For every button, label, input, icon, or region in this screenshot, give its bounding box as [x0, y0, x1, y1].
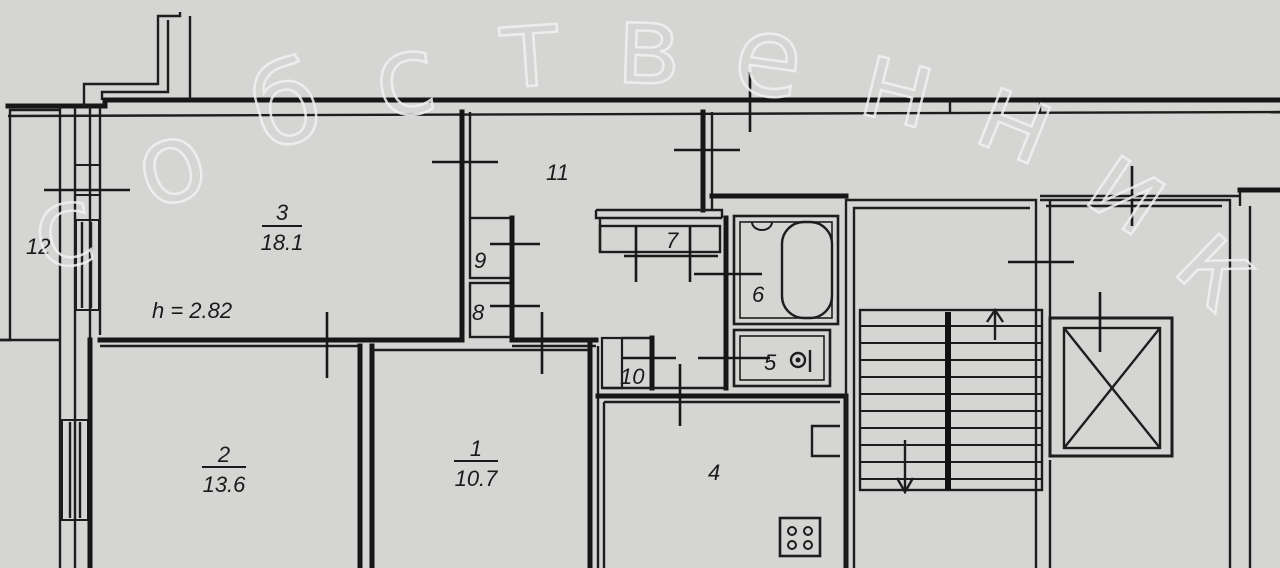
exterior-walls — [0, 12, 1280, 568]
room-1-number: 1 — [470, 436, 482, 461]
room-3 — [97, 109, 472, 348]
room-2-area: 13.6 — [203, 472, 247, 497]
room-3-area: 18.1 — [261, 230, 304, 255]
rooms-bottom-left — [87, 337, 600, 568]
room-3-ceiling-height: h = 2.82 — [152, 298, 232, 323]
room-11-number: 11 — [546, 160, 569, 185]
watermark-letter: т — [493, 0, 566, 114]
room-6-number: 6 — [752, 282, 765, 307]
stove — [778, 516, 822, 558]
sink — [751, 221, 773, 231]
watermark-letter: в — [614, 0, 683, 110]
room-1-area: 10.7 — [455, 466, 499, 491]
room-4-number: 4 — [708, 460, 720, 485]
room-3-number: 3 — [276, 200, 289, 225]
kitchen-sink — [810, 424, 840, 458]
room-7-number: 7 — [666, 228, 679, 253]
room-10-number: 10 — [620, 364, 645, 389]
stairwell — [709, 193, 1052, 568]
toilet — [789, 351, 807, 369]
room-8-number: 8 — [472, 300, 485, 325]
room-labels: 12 3 18.1 h = 2.82 11 9 8 7 6 5 10 2 13.… — [26, 160, 777, 497]
elevator-shaft — [1040, 187, 1280, 568]
bathtub — [780, 220, 834, 320]
room-2-number: 2 — [217, 442, 230, 467]
room-9-number: 9 — [474, 248, 486, 273]
room-12-number: 12 — [26, 234, 50, 259]
door-marks — [44, 72, 1134, 426]
room-5-number: 5 — [764, 350, 777, 375]
